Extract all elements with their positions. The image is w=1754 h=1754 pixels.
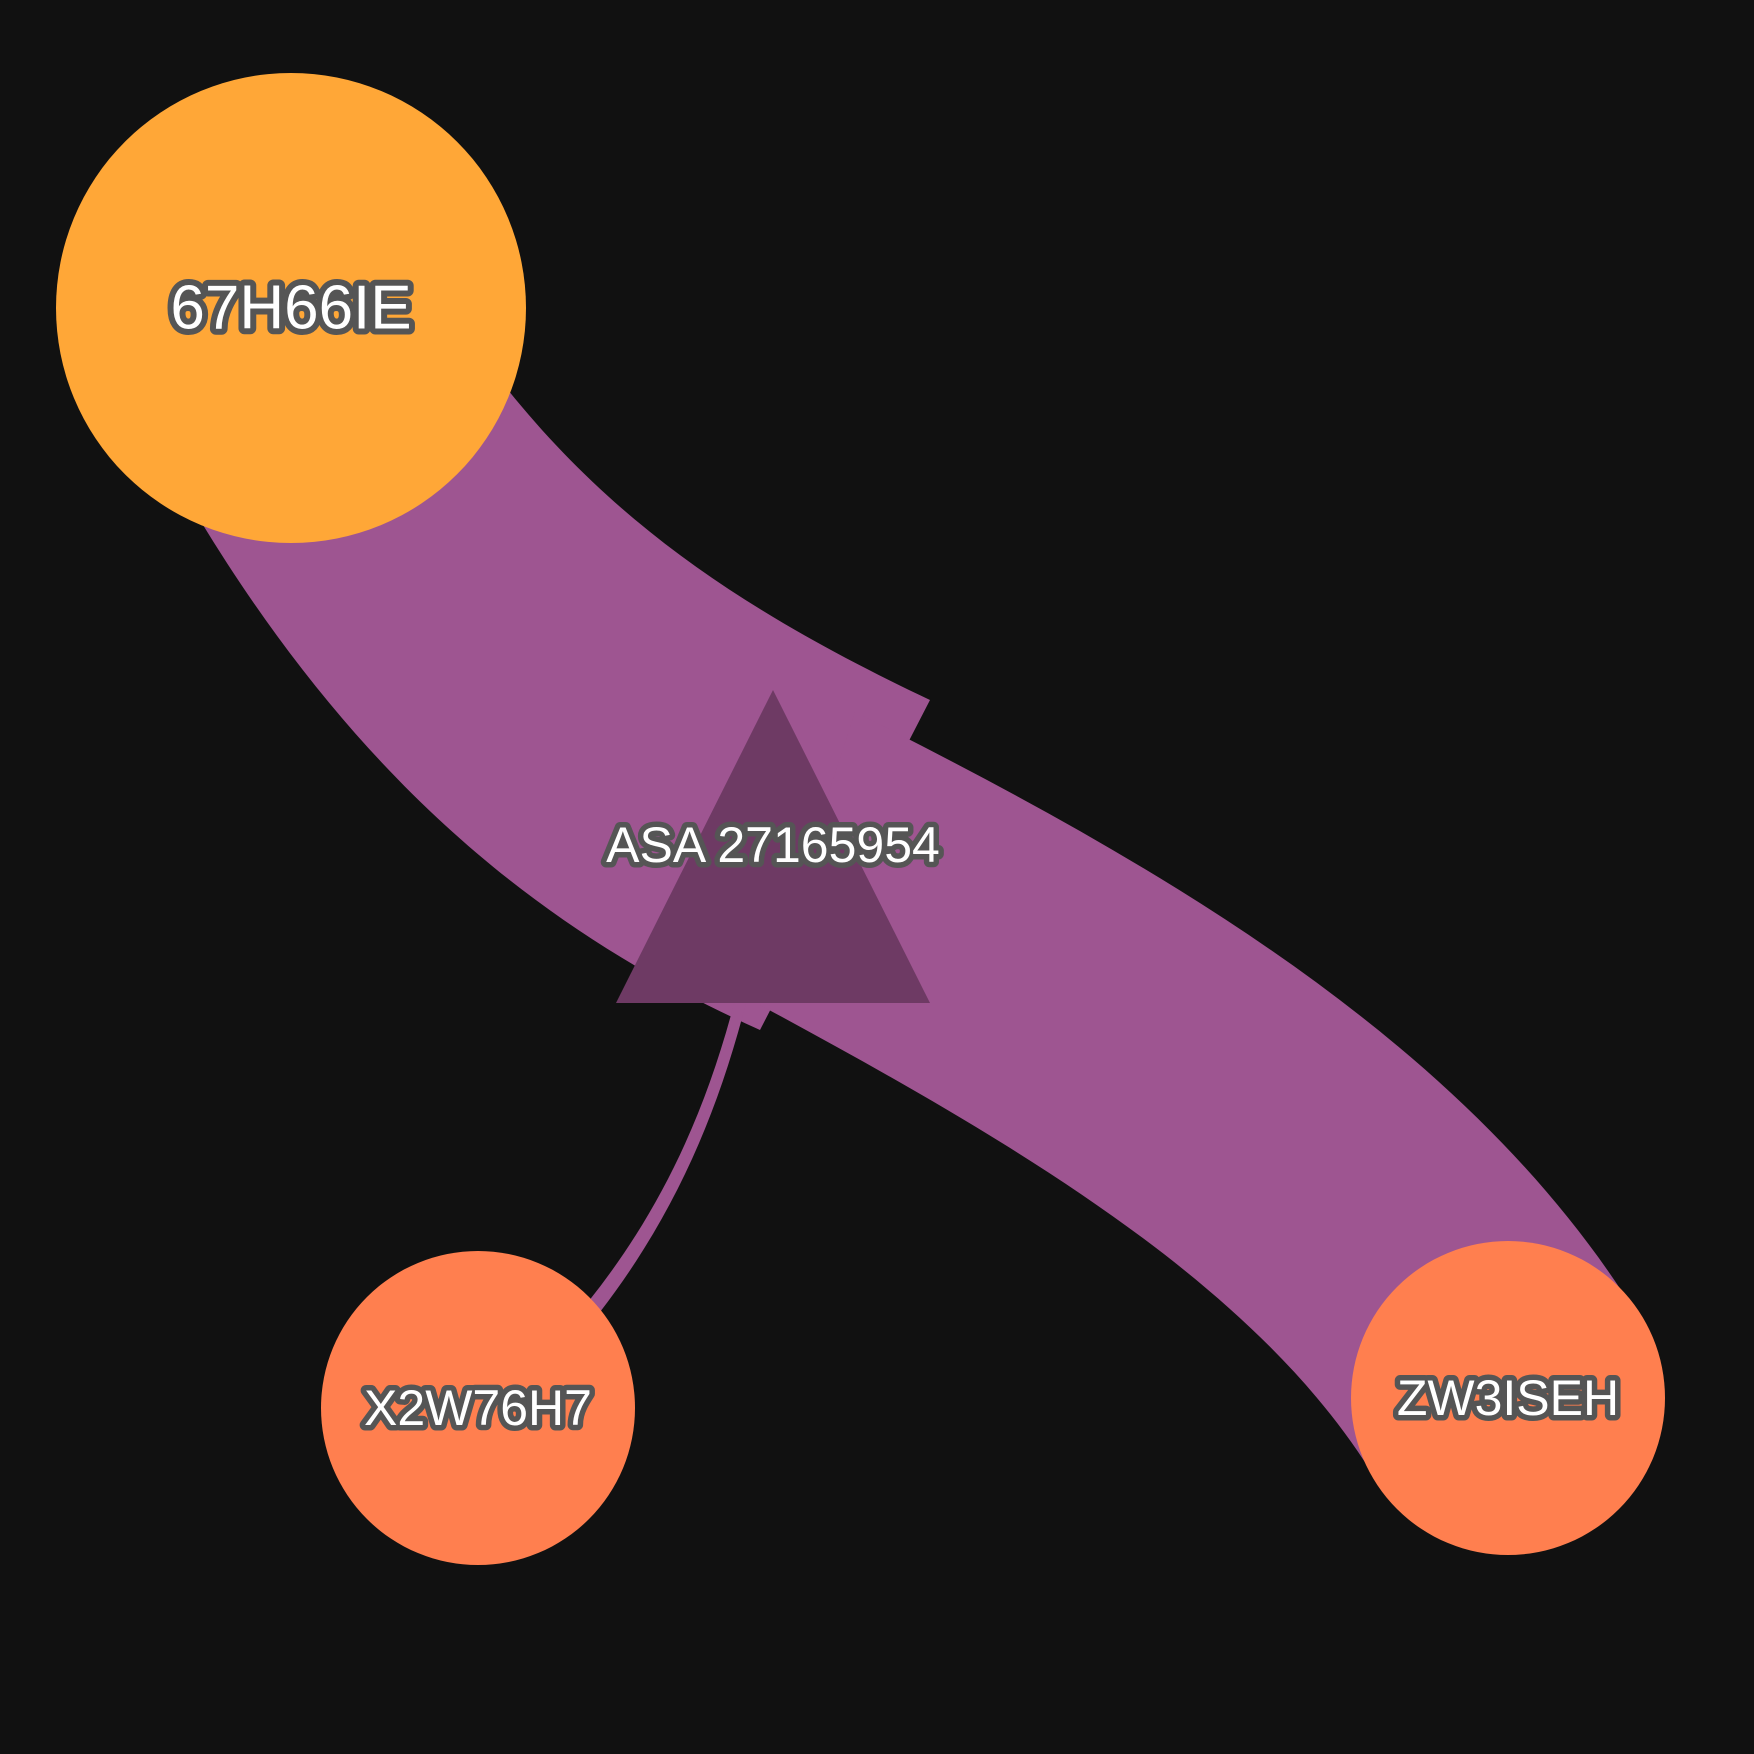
node-ASA27165954-label: ASA 27165954	[606, 817, 940, 873]
link-X2W76H7-to-ASA27165954[interactable]	[588, 1000, 746, 1312]
node-ZW3ISEH-label: ZW3ISEH	[1397, 1370, 1619, 1426]
node-67H66IE-label: 67H66IE	[170, 274, 411, 343]
node-ASA27165954-triangle[interactable]	[616, 690, 930, 1003]
node-X2W76H7-circle[interactable]	[321, 1251, 635, 1565]
node-ZW3ISEH-circle[interactable]	[1351, 1241, 1665, 1555]
node-67H66IE-circle[interactable]	[56, 73, 526, 543]
node-X2W76H7-label: X2W76H7	[364, 1380, 592, 1436]
